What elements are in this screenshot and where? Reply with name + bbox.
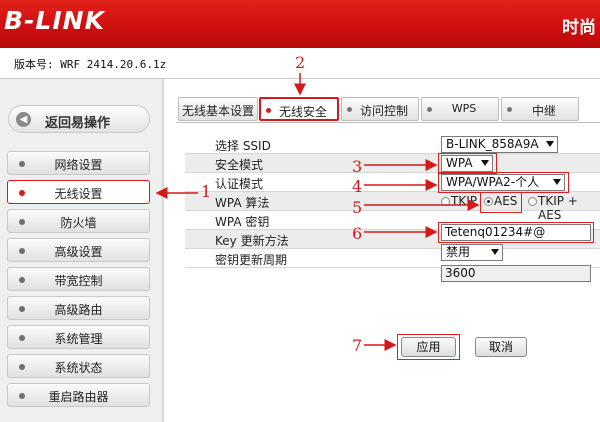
key-period-input[interactable]: 3600 — [441, 265, 591, 282]
bullet-icon — [347, 107, 352, 112]
form-row-key-period — [185, 249, 600, 268]
sidebar-item-label: 带宽控制 — [54, 274, 103, 288]
key-update-select[interactable]: 禁用 — [441, 244, 503, 261]
back-to-easy-setup-button[interactable]: ◀ 返回易操作 — [8, 105, 150, 133]
back-button-label: 返回易操作 — [45, 116, 111, 131]
key-update-label: Key 更新方法 — [215, 234, 289, 248]
sidebar-item-label: 无线设置 — [54, 187, 103, 201]
annotation-7: 7 — [352, 336, 363, 355]
auth-mode-label: 认证模式 — [215, 177, 264, 191]
sidebar-item-label: 重启路由器 — [48, 390, 109, 404]
sidebar-item-reboot[interactable]: 重启路由器 — [7, 383, 150, 407]
tab-label: 访问控制 — [359, 104, 408, 118]
bullet-icon — [19, 248, 25, 254]
bullet-icon — [266, 108, 271, 113]
bullet-icon — [427, 107, 432, 112]
highlight-security — [438, 153, 497, 174]
radio-aes-label: AES — [494, 194, 518, 208]
chevron-down-icon — [481, 160, 489, 166]
highlight-key — [438, 222, 594, 243]
sidebar-item-label: 防火墙 — [60, 216, 97, 230]
sidebar-item-label: 高级设置 — [54, 245, 103, 259]
bullet-icon — [507, 107, 512, 112]
annotation-4: 4 — [352, 177, 363, 196]
key-period-label: 密钥更新周期 — [215, 253, 288, 267]
tab-access-control[interactable]: 访问控制 — [341, 97, 419, 121]
highlight-aes — [480, 192, 522, 213]
bullet-icon — [19, 277, 25, 283]
tab-label: 无线安全 — [278, 105, 327, 119]
sidebar-item-label: 系统状态 — [54, 361, 103, 375]
bullet-icon — [19, 335, 25, 341]
form-row-ssid — [185, 135, 600, 154]
bullet-icon — [19, 161, 25, 167]
sidebar-item-system-admin[interactable]: 系统管理 — [7, 325, 150, 349]
tab-wireless-security[interactable]: 无线安全 — [259, 97, 339, 121]
tab-underline — [176, 122, 600, 123]
ssid-select[interactable]: B-LINK_858A9A — [441, 136, 558, 153]
security-mode-value: WPA — [446, 156, 473, 170]
auth-mode-value: WPA/WPA2-个人 — [446, 175, 540, 189]
cancel-button[interactable]: 取消 — [475, 337, 527, 357]
sidebar-item-label: 系统管理 — [54, 332, 103, 346]
apply-button[interactable]: 应用 — [401, 337, 456, 357]
sidebar-item-firewall[interactable]: 防火墙 — [7, 209, 150, 233]
sidebar-item-wireless[interactable]: 无线设置 — [7, 180, 150, 204]
annotation-1: 1 — [201, 182, 212, 201]
sidebar-item-system-status[interactable]: 系统状态 — [7, 354, 150, 378]
sidebar-item-routing[interactable]: 高级路由 — [7, 296, 150, 320]
bullet-icon — [19, 190, 25, 196]
wpa-key-input[interactable]: Tetenq01234#@ — [441, 224, 591, 241]
radio-tkip-aes-label: TKIP + AES — [538, 194, 578, 222]
sidebar-item-bandwidth[interactable]: 带宽控制 — [7, 267, 150, 291]
security-mode-label: 安全模式 — [215, 158, 264, 172]
annotation-3: 3 — [352, 157, 363, 176]
header-slogan: 时尚 — [562, 18, 596, 38]
sidebar-item-advanced[interactable]: 高级设置 — [7, 238, 150, 262]
annotation-2: 2 — [295, 53, 306, 72]
form-row-key — [185, 211, 600, 230]
chevron-down-icon — [546, 141, 554, 147]
firmware-version: 版本号: WRF 2414.20.6.1z — [14, 58, 167, 71]
radio-aes[interactable] — [484, 197, 493, 206]
header-banner — [0, 0, 600, 48]
bullet-icon — [19, 393, 25, 399]
tab-label: 无线基本设置 — [181, 104, 254, 118]
auth-mode-select[interactable]: WPA/WPA2-个人 — [441, 174, 565, 191]
wpa-key-label: WPA 密钥 — [215, 215, 270, 229]
chevron-down-icon — [553, 179, 561, 185]
tab-repeater[interactable]: 中继 — [501, 97, 579, 121]
highlight-apply — [397, 334, 460, 360]
tab-wps[interactable]: WPS — [421, 97, 499, 121]
annotation-5: 5 — [352, 198, 363, 217]
radio-tkip-aes[interactable] — [528, 197, 537, 206]
brand-logo: B-LINK — [4, 6, 105, 35]
ssid-label: 选择 SSID — [215, 139, 271, 153]
wpa-algo-label: WPA 算法 — [215, 196, 270, 210]
tab-label: WPS — [451, 102, 477, 115]
back-arrow-icon: ◀ — [16, 112, 31, 127]
annotation-6: 6 — [352, 224, 363, 243]
bullet-icon — [19, 219, 25, 225]
tab-label: 中继 — [531, 104, 556, 118]
tab-wireless-basic[interactable]: 无线基本设置 — [178, 97, 258, 121]
bullet-icon — [19, 306, 25, 312]
form-row-algo — [185, 192, 600, 211]
key-update-value: 禁用 — [446, 245, 471, 259]
sidebar-item-label: 网络设置 — [54, 158, 103, 172]
form-row-auth — [185, 173, 600, 192]
bullet-icon — [19, 364, 25, 370]
sidebar-item-label: 高级路由 — [54, 303, 103, 317]
security-mode-select[interactable]: WPA — [441, 155, 493, 172]
ssid-value: B-LINK_858A9A — [446, 137, 539, 151]
sidebar-item-network[interactable]: 网络设置 — [7, 151, 150, 175]
chevron-down-icon — [491, 249, 499, 255]
